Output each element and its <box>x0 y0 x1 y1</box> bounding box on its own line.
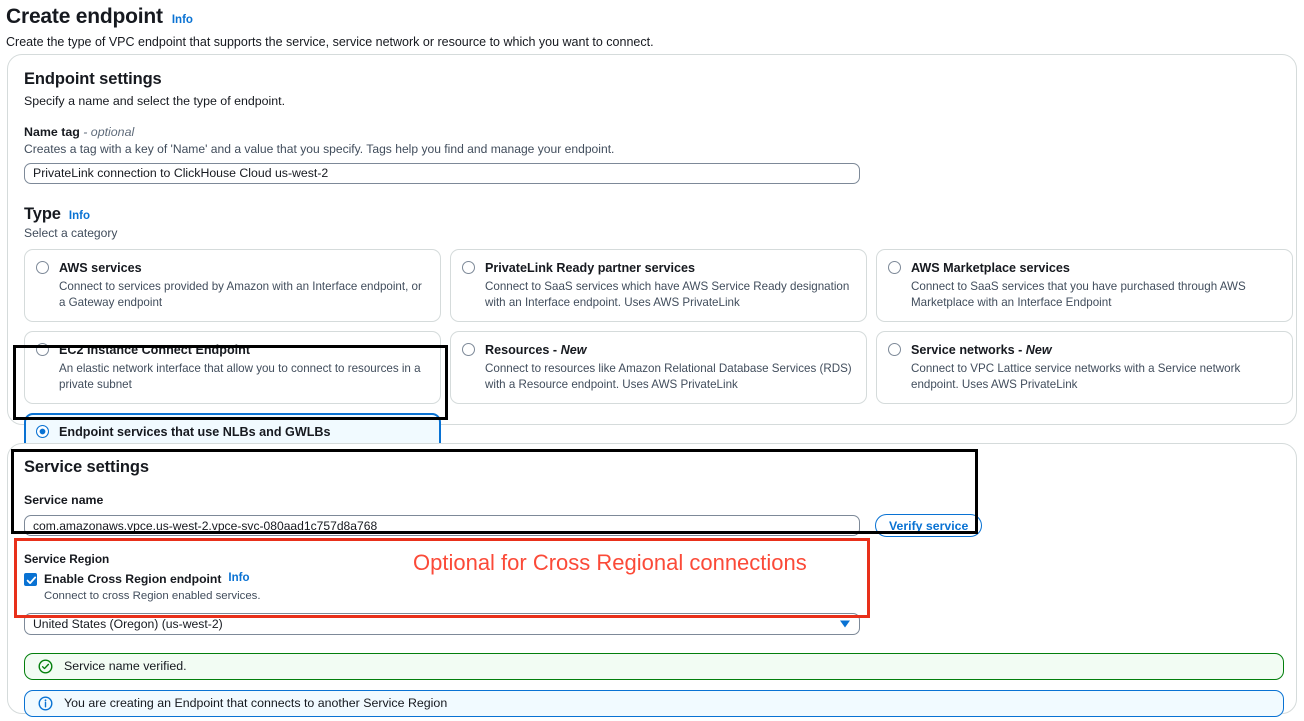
type-option-service-networks[interactable]: Service networks - New Connect to VPC La… <box>876 330 1293 404</box>
service-settings-panel: Service settings Service name Verify ser… <box>7 443 1297 717</box>
check-circle-icon <box>38 659 53 674</box>
type-option-title: Resources - New <box>485 342 587 357</box>
radio-icon[interactable] <box>36 342 49 356</box>
page-title: Create endpoint <box>6 5 163 28</box>
type-option-title: AWS services <box>59 260 142 275</box>
service-region-select[interactable]: United States (Oregon) (us-west-2) <box>24 612 860 635</box>
type-option-description: Connect to SaaS services which have AWS … <box>485 279 850 309</box>
type-option-description: Connect to VPC Lattice service networks … <box>911 361 1241 391</box>
info-circle-icon <box>38 696 53 711</box>
checkbox-icon-checked[interactable] <box>24 573 37 586</box>
enable-cross-region-label: Enable Cross Region endpoint <box>44 572 222 586</box>
type-option-title: Service networks - New <box>911 342 1052 357</box>
name-tag-label: Name tag - optional <box>24 125 1280 139</box>
name-tag-input[interactable] <box>24 162 860 184</box>
radio-icon[interactable] <box>888 260 901 274</box>
type-option-aws-marketplace-services[interactable]: AWS Marketplace services Connect to SaaS… <box>876 248 1293 322</box>
alert-cross-region-notice: You are creating an Endpoint that connec… <box>24 689 1284 717</box>
alert-text: You are creating an Endpoint that connec… <box>64 696 448 711</box>
service-name-input[interactable] <box>24 515 860 536</box>
service-region-selected-value: United States (Oregon) (us-west-2) <box>33 616 223 631</box>
type-heading: Type Info <box>24 205 1280 224</box>
name-tag-label-text: Name tag <box>24 124 80 139</box>
alert-text: Service name verified. <box>64 659 187 674</box>
page-description: Create the type of VPC endpoint that sup… <box>6 35 654 50</box>
enable-cross-region-hint: Connect to cross Region enabled services… <box>44 589 261 602</box>
radio-icon[interactable] <box>36 260 49 274</box>
service-name-label: Service name <box>24 493 104 507</box>
type-option-description: Connect to SaaS services that you have p… <box>911 279 1246 309</box>
name-tag-hint: Creates a tag with a key of 'Name' and a… <box>24 141 615 156</box>
type-label: Type <box>24 204 61 223</box>
service-region-label: Service Region <box>24 552 110 566</box>
annotation-note-cross-region: Optional for Cross Regional connections <box>413 550 807 575</box>
service-settings-title: Service settings <box>24 458 149 476</box>
type-option-description: Connect to services provided by Amazon w… <box>59 279 422 309</box>
page-header: Create endpoint Info Create the type of … <box>0 0 1304 49</box>
alert-service-name-verified: Service name verified. <box>24 652 1284 680</box>
endpoint-settings-title: Endpoint settings <box>24 70 162 88</box>
page-info-link[interactable]: Info <box>171 14 193 26</box>
type-option-description: An elastic network interface that allow … <box>59 361 421 391</box>
type-option-privatelink-ready-partner-services[interactable]: PrivateLink Ready partner services Conne… <box>450 248 867 322</box>
type-option-title: PrivateLink Ready partner services <box>485 260 696 275</box>
type-option-title: Endpoint services that use NLBs and GWLB… <box>59 424 331 439</box>
radio-icon-selected[interactable] <box>36 424 49 438</box>
type-option-aws-services[interactable]: AWS services Connect to services provide… <box>24 248 441 322</box>
type-option-title: EC2 Instance Connect Endpoint <box>59 342 251 357</box>
type-option-description: Connect to resources like Amazon Relatio… <box>485 361 852 391</box>
radio-icon[interactable] <box>462 260 475 274</box>
cross-region-info-link[interactable]: Info <box>228 572 250 584</box>
endpoint-settings-description: Specify a name and select the type of en… <box>24 93 286 108</box>
type-sublabel: Select a category <box>24 225 118 240</box>
type-option-resources[interactable]: Resources - New Connect to resources lik… <box>450 330 867 404</box>
type-option-title: AWS Marketplace services <box>911 260 1070 275</box>
radio-icon[interactable] <box>888 342 901 356</box>
endpoint-settings-panel: Endpoint settings Specify a name and sel… <box>7 54 1297 502</box>
radio-icon[interactable] <box>462 342 475 356</box>
enable-cross-region-row[interactable]: Enable Cross Region endpoint Info <box>24 572 1280 587</box>
type-option-ec2-instance-connect-endpoint[interactable]: EC2 Instance Connect Endpoint An elastic… <box>24 330 441 404</box>
check-mark-icon <box>26 576 37 584</box>
type-info-link[interactable]: Info <box>68 209 90 222</box>
chevron-down-icon[interactable] <box>840 620 850 628</box>
name-tag-optional-text: - optional <box>83 124 135 139</box>
type-option-grid: AWS services Connect to services provide… <box>24 248 1293 502</box>
verify-service-button[interactable]: Verify service <box>875 514 983 537</box>
